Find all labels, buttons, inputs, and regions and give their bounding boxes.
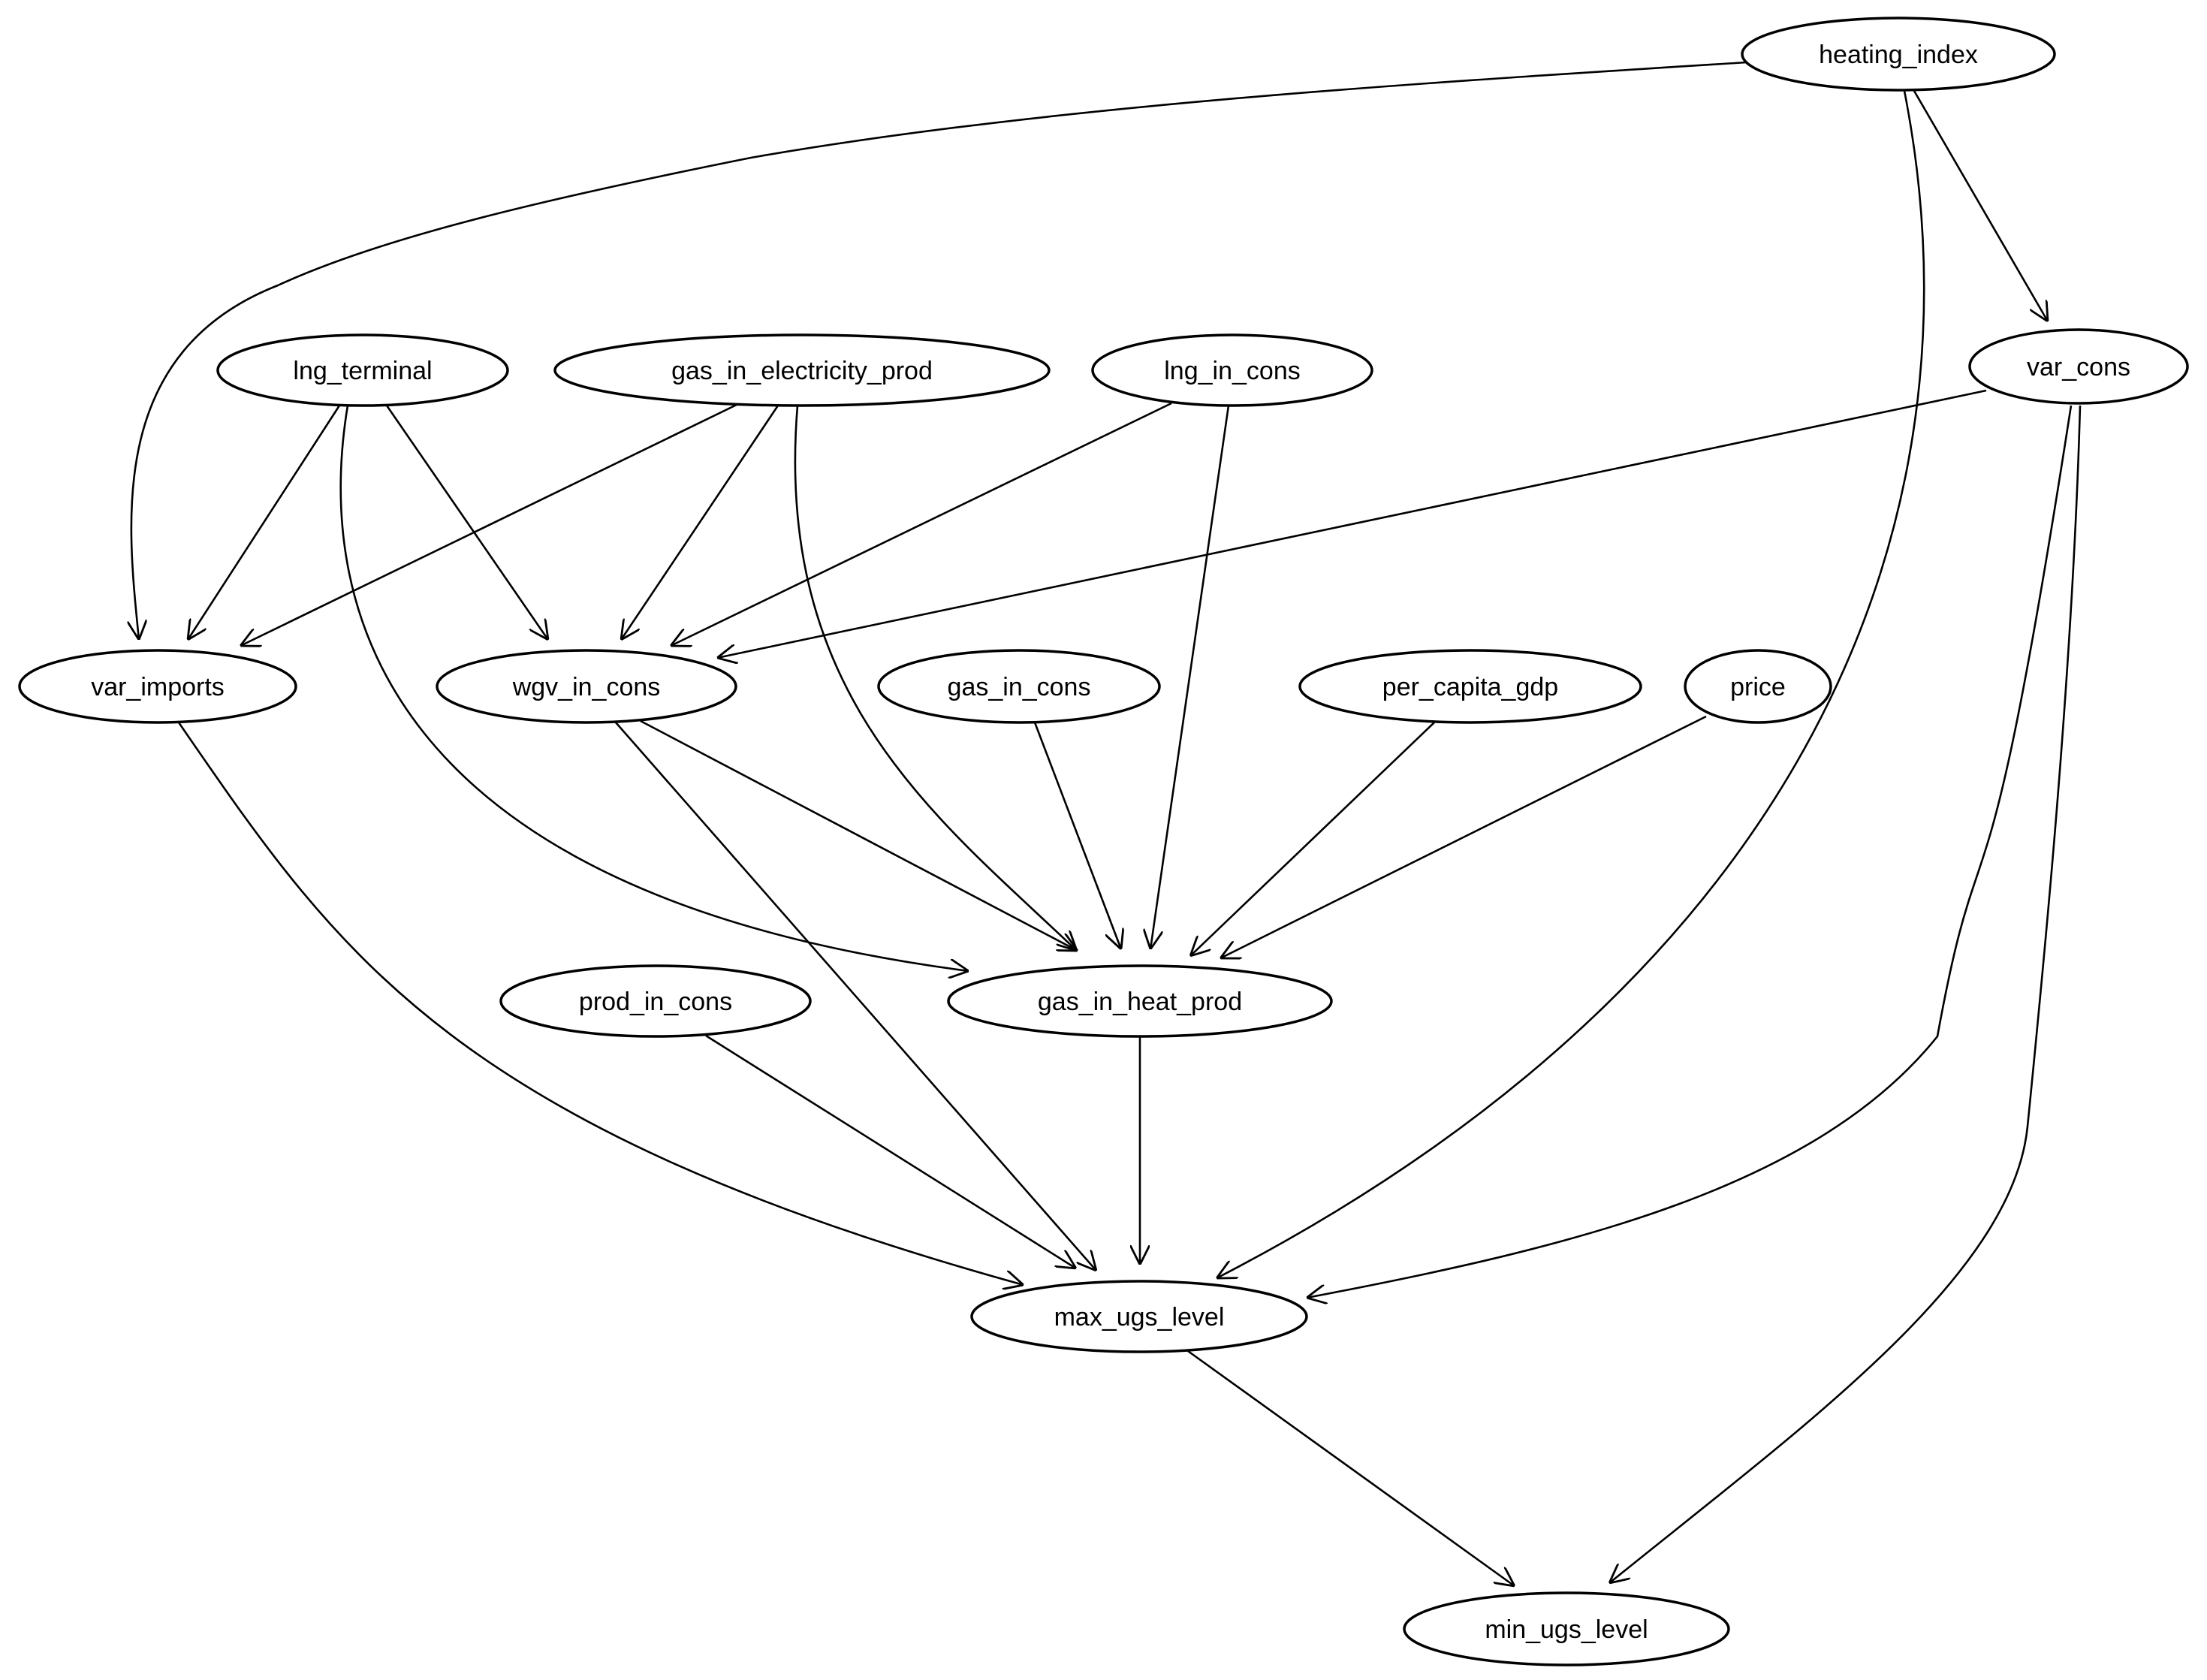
edge-wgv-in-cons-to-max-ugs-level [615,722,1096,1271]
node-label: var_imports [91,673,225,701]
edge-gas-in-electricity-prod-to-wgv-in-cons [621,405,779,640]
edge-lng-in-cons-to-wgv-in-cons [671,402,1172,646]
node-gas-in-heat-prod[interactable]: gas_in_heat_prod [947,964,1333,1038]
node-label: gas_in_heat_prod [1038,988,1242,1016]
node-label: max_ugs_level [1054,1303,1225,1332]
node-per-capita-gdp[interactable]: per_capita_gdp [1298,649,1642,724]
edge-var-cons-to-max-ugs-level [1307,405,2073,1298]
edge-gas-in-cons-to-gas-in-heat-prod [1033,722,1121,949]
edge-var-cons-to-wgv-in-cons [717,389,1987,658]
node-heating-index[interactable]: heating_index [1741,17,2056,92]
node-label: price [1730,673,1786,701]
edge-var-imports-to-max-ugs-level [177,722,1024,1285]
nodes: heating_index lng_terminal gas_in_electr… [18,17,2189,1666]
edge-prod-in-cons-to-max-ugs-level [705,1034,1076,1268]
edge-lng-terminal-to-var-imports [188,405,341,640]
edges [131,61,2082,1586]
edge-heating-index-to-var-imports [131,61,1747,640]
node-label: var_cons [2027,353,2130,382]
edge-wgv-in-cons-to-gas-in-heat-prod [640,719,1078,951]
edge-heating-index-to-max-ugs-level [1217,90,1925,1278]
node-label: wgv_in_cons [512,673,661,701]
edge-lng-terminal-to-gas-in-heat-prod [339,405,969,971]
node-label: lng_terminal [293,357,432,385]
edge-gas-in-electricity-prod-to-gas-in-heat-prod [794,405,1077,951]
node-label: heating_index [1819,41,1978,69]
node-label: gas_in_cons [948,673,1091,701]
node-prod-in-cons[interactable]: prod_in_cons [499,964,812,1038]
node-label: lng_in_cons [1164,357,1300,385]
node-label: per_capita_gdp [1382,673,1558,701]
edge-var-cons-to-min-ugs-level [1609,405,2082,1583]
edge-lng-terminal-to-wgv-in-cons [385,405,548,640]
node-label: gas_in_electricity_prod [671,357,933,385]
node-label: min_ugs_level [1485,1615,1648,1644]
node-min-ugs-level[interactable]: min_ugs_level [1403,1591,1730,1666]
node-gas-in-cons[interactable]: gas_in_cons [877,649,1161,724]
node-max-ugs-level[interactable]: max_ugs_level [970,1280,1308,1353]
node-var-cons[interactable]: var_cons [1968,328,2189,405]
node-label: prod_in_cons [579,988,732,1016]
edge-max-ugs-level-to-min-ugs-level [1187,1350,1515,1586]
edge-price-to-gas-in-heat-prod [1220,715,1707,958]
node-wgv-in-cons[interactable]: wgv_in_cons [436,649,737,724]
node-lng-in-cons[interactable]: lng_in_cons [1091,333,1373,407]
edge-gas-in-electricity-prod-to-var-imports [240,402,740,646]
edge-heating-index-to-var-cons [1913,90,2048,321]
node-gas-in-electricity-prod[interactable]: gas_in_electricity_prod [553,333,1051,407]
edge-per-capita-gdp-to-gas-in-heat-prod [1190,722,1435,956]
node-price[interactable]: price [1684,649,1832,724]
edge-lng-in-cons-to-gas-in-heat-prod [1150,405,1230,949]
node-lng-terminal[interactable]: lng_terminal [216,333,509,407]
node-var-imports[interactable]: var_imports [18,649,297,724]
